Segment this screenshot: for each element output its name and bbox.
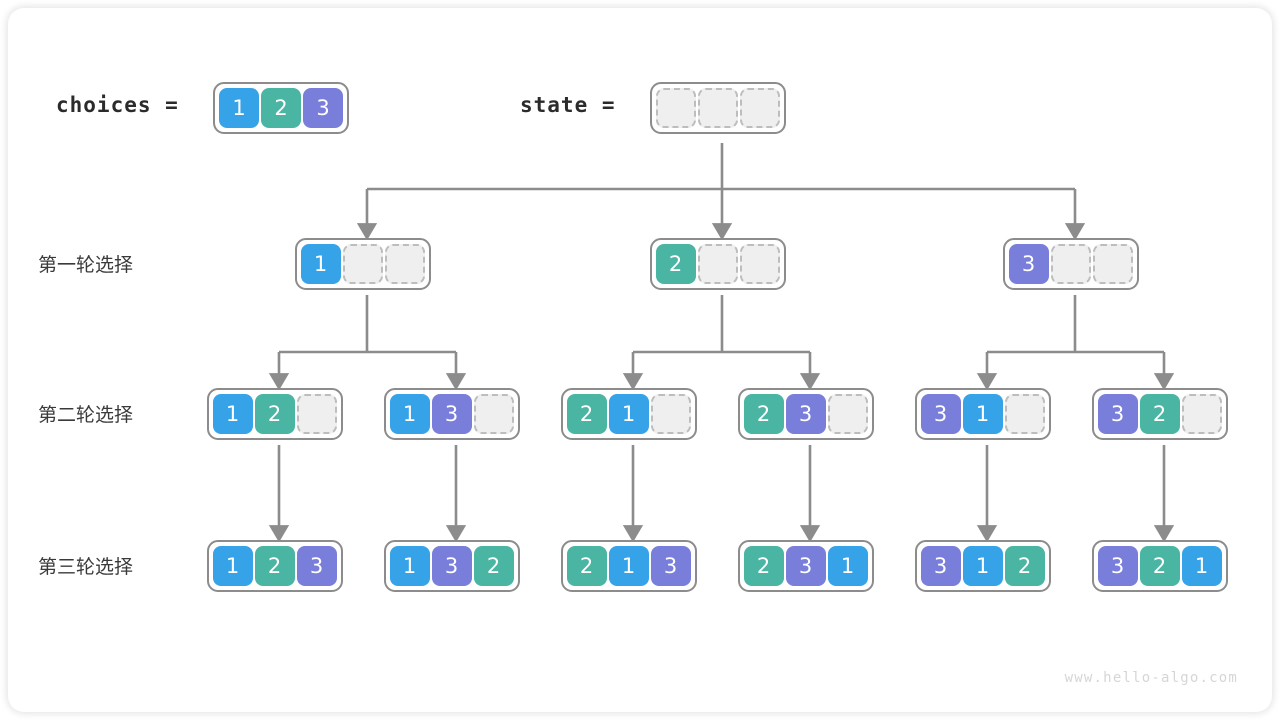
node-cell-empty: [739, 244, 780, 284]
node-cell-2: 2: [566, 546, 607, 586]
node-cell-1: 1: [962, 394, 1003, 434]
node-cell-3: 3: [296, 546, 337, 586]
tree-node-r1-n3: 3: [1002, 238, 1139, 290]
node-cell-empty: [827, 394, 868, 434]
node-cell-1: 1: [389, 546, 430, 586]
node-cell-1: 1: [1181, 546, 1222, 586]
watermark: www.hello-algo.com: [1064, 670, 1238, 686]
node-cell-1: 1: [827, 546, 868, 586]
node-cell-3: 3: [431, 394, 472, 434]
node-cell-3: 3: [785, 394, 826, 434]
node-cell-2: 2: [566, 394, 607, 434]
node-cell-3: 3: [920, 394, 961, 434]
node-cell-1: 1: [300, 244, 341, 284]
node-cell-3: 3: [1008, 244, 1049, 284]
node-cell-empty: [1092, 244, 1133, 284]
node-cell-empty: [1050, 244, 1091, 284]
state-label: state =: [520, 93, 616, 117]
node-cell-2: 2: [254, 546, 295, 586]
node-cell-3: 3: [1097, 546, 1138, 586]
tree-node-r1-n1: 1: [294, 238, 431, 290]
node-cell-2: 2: [743, 394, 784, 434]
node-cell-empty: [1004, 394, 1045, 434]
state-cell-empty: [656, 88, 696, 128]
node-cell-empty: [296, 394, 337, 434]
state-cell-empty: [740, 88, 780, 128]
choices-cell-3: 3: [303, 88, 343, 128]
state-array: [650, 82, 786, 134]
choices-label: choices =: [56, 93, 179, 117]
node-cell-empty: [342, 244, 383, 284]
node-cell-3: 3: [1097, 394, 1138, 434]
node-cell-3: 3: [431, 546, 472, 586]
diagram-card: [8, 8, 1272, 712]
row-label-1: 第一轮选择: [38, 254, 134, 276]
node-cell-2: 2: [1139, 546, 1180, 586]
node-cell-3: 3: [920, 546, 961, 586]
node-cell-empty: [473, 394, 514, 434]
node-cell-1: 1: [608, 546, 649, 586]
state-cell-empty: [698, 88, 738, 128]
row-label-2: 第二轮选择: [38, 404, 134, 426]
choices-cell-1: 1: [219, 88, 259, 128]
node-cell-1: 1: [389, 394, 430, 434]
node-cell-empty: [1181, 394, 1222, 434]
node-cell-empty: [697, 244, 738, 284]
node-cell-empty: [650, 394, 691, 434]
node-cell-3: 3: [785, 546, 826, 586]
node-cell-2: 2: [254, 394, 295, 434]
tree-node-r1-n2: 2: [649, 238, 786, 290]
node-cell-2: 2: [473, 546, 514, 586]
node-cell-2: 2: [1139, 394, 1180, 434]
node-cell-2: 2: [1004, 546, 1045, 586]
node-cell-1: 1: [608, 394, 649, 434]
node-cell-3: 3: [650, 546, 691, 586]
node-cell-1: 1: [962, 546, 1003, 586]
node-cell-empty: [384, 244, 425, 284]
node-cell-1: 1: [212, 394, 253, 434]
node-cell-2: 2: [655, 244, 696, 284]
row-label-3: 第三轮选择: [38, 556, 134, 578]
node-cell-2: 2: [743, 546, 784, 586]
choices-cell-2: 2: [261, 88, 301, 128]
node-cell-1: 1: [212, 546, 253, 586]
